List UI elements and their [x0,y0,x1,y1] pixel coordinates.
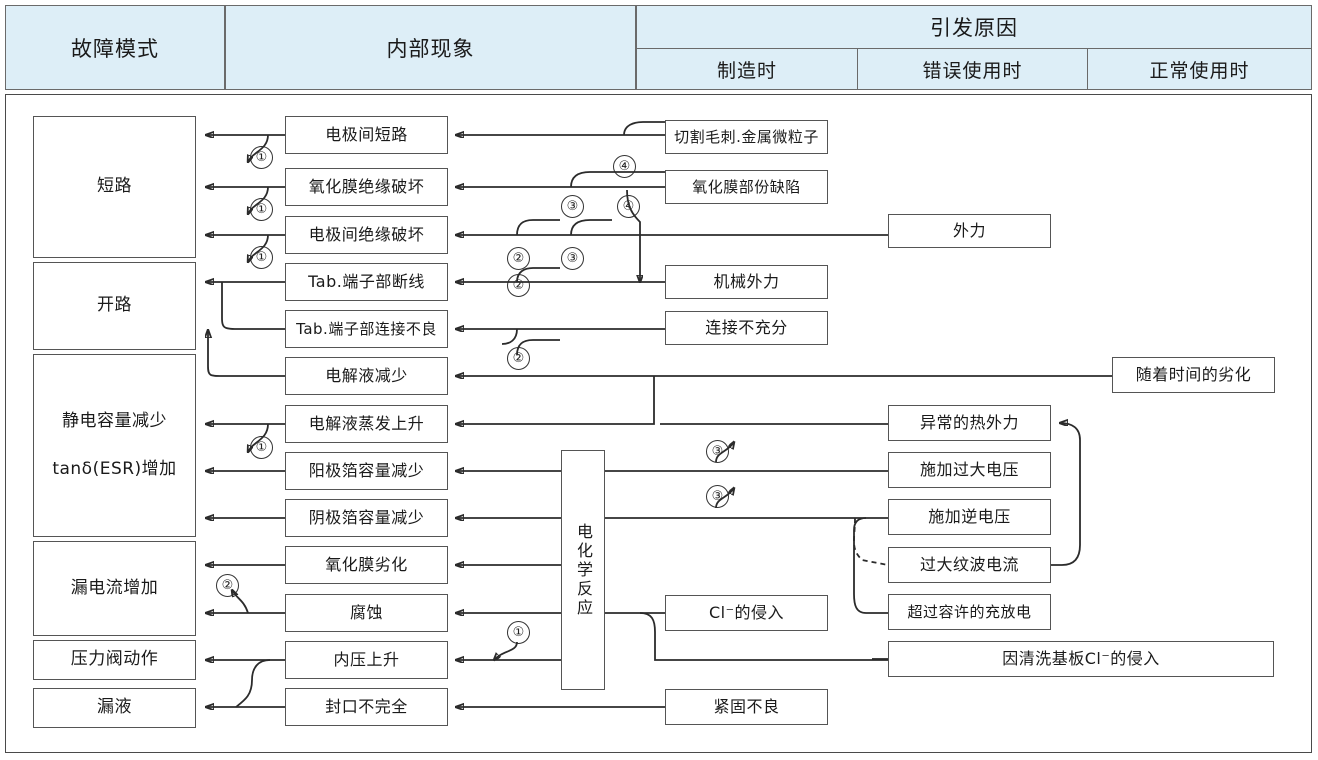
failure-mode-leakage-current-label: 漏电流增加 [70,577,159,598]
header-cause: 引发原因 [636,5,1312,49]
failure-mode-liquid-leak[interactable]: 漏液 [33,688,196,728]
phenomenon-p10-label: 氧化膜劣化 [325,555,408,574]
circled-number-c15: ③ [706,485,729,508]
phenomenon-p2[interactable]: 氧化膜绝缘破坏 [285,168,448,206]
failure-mode-short-label: 短路 [97,176,132,197]
failure-mode-liquid-leak-label: 漏液 [97,697,132,718]
intermediate-electrochemical-reaction-label: 电化学反应 [574,522,593,618]
failure-mode-capacitance-label-1: 静电容量减少 [62,411,167,432]
phenomenon-p10[interactable]: 氧化膜劣化 [285,546,448,584]
circled-number-c2: ① [250,198,273,221]
cause-manufacturing-m1-label: 切割毛刺.金属微粒子 [674,127,819,146]
header-sub-misuse: 错误使用时 [857,48,1088,90]
phenomenon-p4[interactable]: Tab.端子部断线 [285,263,448,301]
circled-number-c4: ② [507,247,530,270]
intermediate-electrochemical-reaction[interactable]: 电化学反应 [561,450,605,690]
header-sub-manufacturing: 制造时 [636,48,858,90]
cause-misuse-u5[interactable]: 过大纹波电流 [888,547,1051,583]
header-failure-mode: 故障模式 [5,5,225,90]
cause-manufacturing-m1[interactable]: 切割毛刺.金属微粒子 [665,120,828,154]
phenomenon-p12[interactable]: 内压上升 [285,641,448,679]
cause-misuse-u3-label: 施加过大电压 [919,460,1019,479]
circled-number-c9: ② [507,274,530,297]
cause-manufacturing-m5[interactable]: Cl⁻的侵入 [665,595,828,631]
phenomenon-p7[interactable]: 电解液蒸发上升 [285,405,448,443]
cause-misuse-u4[interactable]: 施加逆电压 [888,499,1051,535]
header-sub-normal: 正常使用时 [1087,48,1312,90]
failure-mode-capacitance-label-2: tanδ(ESR)增加 [52,458,177,479]
circled-number-c6: ③ [561,195,584,218]
phenomenon-p4-label: Tab.端子部断线 [308,272,425,291]
cause-manufacturing-m5-label: Cl⁻的侵入 [708,603,785,622]
phenomenon-p5[interactable]: Tab.端子部连接不良 [285,310,448,348]
circled-number-c1: ① [250,146,273,169]
cause-misuse-u5-label: 过大纹波电流 [919,555,1019,574]
cause-misuse-u1-label: 外力 [952,221,986,240]
circled-number-c7: ④ [613,155,636,178]
cause-manufacturing-m6-label: 紧固不良 [713,697,780,716]
header-internal-phenomenon: 内部现象 [225,5,636,90]
cause-manufacturing-m2[interactable]: 氧化膜部份缺陷 [665,170,828,204]
phenomenon-p8[interactable]: 阳极箔容量减少 [285,452,448,490]
cause-misuse-u4-label: 施加逆电压 [928,507,1011,526]
phenomenon-p8-label: 阳极箔容量减少 [308,461,425,480]
cause-misuse-u6-label: 超过容许的充放电 [907,602,1032,621]
phenomenon-p13[interactable]: 封口不完全 [285,688,448,726]
cause-normal-n1[interactable]: 随着时间的劣化 [1112,357,1275,393]
cause-misuse-u7[interactable]: 因清洗基板Cl⁻的侵入 [888,641,1274,677]
circled-number-c11: ① [250,436,273,459]
cause-misuse-u2[interactable]: 异常的热外力 [888,405,1051,441]
failure-mode-capacitance[interactable]: 静电容量减少 tanδ(ESR)增加 [33,354,196,537]
phenomenon-p7-label: 电解液蒸发上升 [308,414,425,433]
failure-mode-leakage-current[interactable]: 漏电流增加 [33,541,196,636]
circled-number-c3: ① [250,246,273,269]
cause-misuse-u2-label: 异常的热外力 [919,413,1019,432]
phenomenon-p9-label: 阴极箔容量减少 [308,508,425,527]
phenomenon-p2-label: 氧化膜绝缘破坏 [308,177,425,196]
phenomenon-p6[interactable]: 电解液减少 [285,357,448,395]
phenomenon-p3-label: 电极间绝缘破坏 [308,225,425,244]
phenomenon-p9[interactable]: 阴极箔容量减少 [285,499,448,537]
failure-mode-pressure-valve-label: 压力阀动作 [70,649,159,670]
phenomenon-p1[interactable]: 电极间短路 [285,116,448,154]
phenomenon-p12-label: 内压上升 [333,650,400,669]
phenomenon-p13-label: 封口不完全 [325,697,408,716]
failure-mode-open-label: 开路 [97,295,132,316]
cause-normal-n1-label: 随着时间的劣化 [1135,365,1252,384]
cause-misuse-u7-label: 因清洗基板Cl⁻的侵入 [1002,649,1160,668]
cause-manufacturing-m6[interactable]: 紧固不良 [665,689,828,725]
circled-number-c5: ③ [561,247,584,270]
cause-misuse-u3[interactable]: 施加过大电压 [888,452,1051,488]
cause-misuse-u6[interactable]: 超过容许的充放电 [888,594,1051,630]
phenomenon-p3[interactable]: 电极间绝缘破坏 [285,216,448,254]
failure-mode-short[interactable]: 短路 [33,116,196,258]
circled-number-c10: ② [507,347,530,370]
phenomenon-p11[interactable]: 腐蚀 [285,594,448,632]
circled-number-c14: ③ [706,440,729,463]
cause-manufacturing-m4-label: 连接不充分 [705,318,788,337]
phenomenon-p11-label: 腐蚀 [349,603,383,622]
circled-number-c13: ① [507,621,530,644]
circled-number-c8: ④ [617,195,640,218]
circled-number-c12: ② [216,574,239,597]
phenomenon-p5-label: Tab.端子部连接不良 [296,319,437,338]
cause-manufacturing-m3[interactable]: 机械外力 [665,265,828,299]
cause-manufacturing-m3-label: 机械外力 [713,272,780,291]
cause-manufacturing-m4[interactable]: 连接不充分 [665,311,828,345]
cause-misuse-u1[interactable]: 外力 [888,214,1051,248]
cause-manufacturing-m2-label: 氧化膜部份缺陷 [692,177,801,196]
failure-mode-open[interactable]: 开路 [33,262,196,350]
phenomenon-p1-label: 电极间短路 [325,125,408,144]
phenomenon-p6-label: 电解液减少 [325,366,408,385]
failure-mode-pressure-valve[interactable]: 压力阀动作 [33,640,196,680]
